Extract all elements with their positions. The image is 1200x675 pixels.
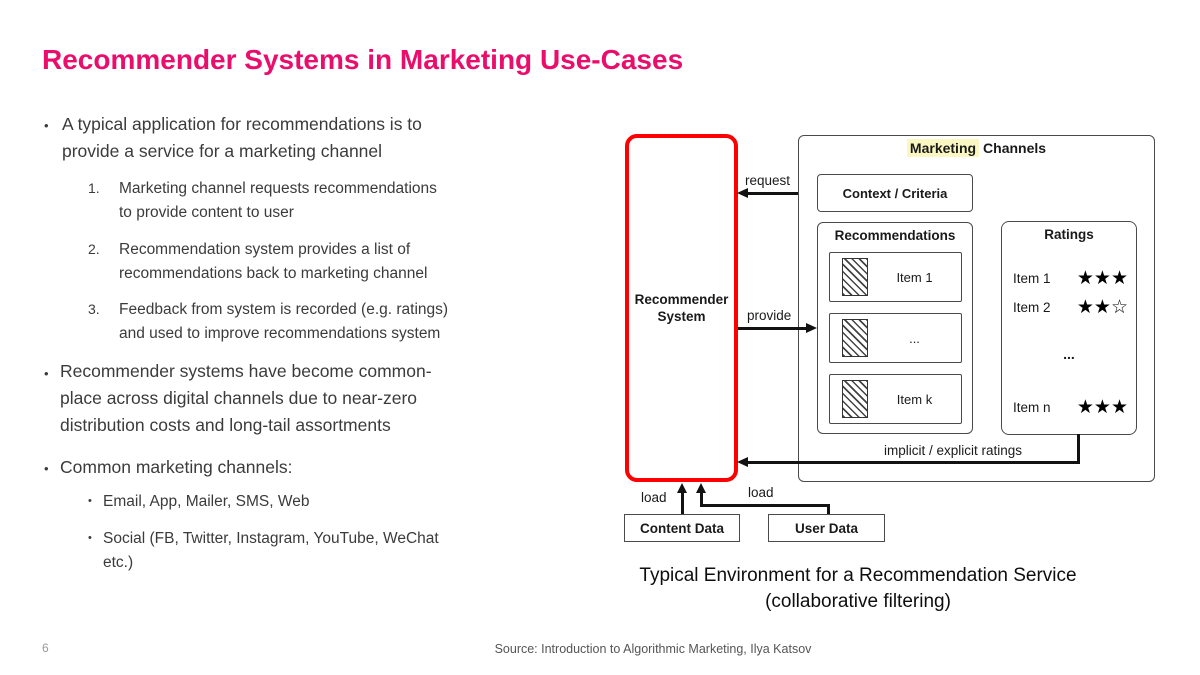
numbered-label-2: 2. — [88, 241, 100, 257]
item-label: ... — [909, 330, 920, 346]
user-load-line-right — [827, 504, 830, 515]
user-data-box: User Data — [768, 514, 885, 542]
page-number: 6 — [42, 641, 49, 655]
request-label: request — [745, 173, 791, 188]
provide-arrow-line — [738, 327, 808, 330]
load-right-label: load — [748, 485, 774, 500]
provide-label: provide — [747, 308, 792, 323]
feedback-line-vertical — [1077, 434, 1080, 464]
rating-item-label: Item 1 — [1013, 270, 1051, 286]
feedback-line-horizontal — [746, 461, 1080, 464]
content-data-label: Content Data — [640, 520, 724, 536]
rating-item-label: Item 2 — [1013, 299, 1051, 315]
arrowhead-up-icon — [677, 483, 687, 493]
recommendation-item-box: ... — [829, 313, 962, 363]
context-criteria-label: Context / Criteria — [842, 185, 948, 201]
ratings-box — [1001, 221, 1137, 435]
diagram-caption: Typical Environment for a Recommendation… — [639, 565, 1077, 612]
content-load-line — [681, 491, 684, 514]
rating-row: Item n ★★★ — [1001, 395, 1137, 419]
user-load-line-horizontal — [700, 504, 830, 507]
source-note: Source: Introduction to Algorithmic Mark… — [494, 642, 812, 656]
bullet-icon: • — [88, 495, 92, 507]
arrowhead-left-icon — [737, 457, 748, 467]
arrowhead-left-icon — [737, 188, 748, 198]
star-rating-icon: ★★★ — [1076, 396, 1128, 418]
recommender-system-label: Recommender System — [634, 292, 729, 324]
bullet-icon: • — [88, 532, 92, 544]
recommendation-item-box: Item k — [829, 374, 962, 424]
bullet-text-2: Recommender systems have become common- … — [60, 361, 432, 435]
bullet-icon: • — [44, 461, 49, 476]
hatch-icon — [842, 319, 868, 357]
item-label: Item k — [896, 391, 933, 407]
item-label: Item 1 — [896, 269, 933, 285]
numbered-text-1: Marketing channel requests recommendatio… — [119, 180, 437, 221]
page-title: Recommender Systems in Marketing Use-Cas… — [42, 44, 684, 75]
arrowhead-right-icon — [806, 323, 817, 333]
arrowhead-up-icon — [696, 483, 706, 493]
numbered-label-3: 3. — [88, 301, 100, 317]
hatch-icon — [842, 258, 868, 296]
bullet-text-3: Common marketing channels: — [60, 457, 293, 477]
feedback-label: implicit / explicit ratings — [884, 443, 1023, 458]
bullet-icon: • — [44, 118, 49, 133]
rating-row: Item 1 ★★★ — [1001, 266, 1137, 290]
sub-bullet-text-1: Email, App, Mailer, SMS, Web — [103, 493, 310, 510]
bullet-text-1: A typical application for recommendation… — [62, 114, 422, 161]
hatch-icon — [842, 380, 868, 418]
rating-item-label: Item n — [1013, 399, 1051, 415]
recommendations-header: Recommendations — [834, 228, 956, 243]
recommendation-item-box: Item 1 — [829, 252, 962, 302]
marketing-highlight: Marketing — [906, 139, 980, 157]
user-data-label: User Data — [794, 520, 859, 536]
channels-label: Channels — [983, 140, 1047, 156]
request-arrow-line — [745, 192, 798, 195]
bullet-icon: • — [44, 366, 49, 381]
star-rating-icon: ★★☆ — [1076, 296, 1128, 318]
recommender-system-box: Recommender System — [625, 134, 738, 482]
load-left-label: load — [641, 490, 667, 505]
numbered-label-1: 1. — [88, 180, 100, 196]
sub-bullet-text-2: Social (FB, Twitter, Instagram, YouTube,… — [103, 530, 439, 571]
star-rating-icon: ★★★ — [1076, 267, 1128, 289]
context-criteria-box: Context / Criteria — [817, 174, 973, 212]
ratings-header: Ratings — [1044, 227, 1094, 242]
rating-ellipsis: ... — [1063, 346, 1075, 362]
numbered-text-3: Feedback from system is recorded (e.g. r… — [119, 301, 449, 342]
user-load-line-left — [700, 491, 703, 506]
content-data-box: Content Data — [624, 514, 740, 542]
rating-row: Item 2 ★★☆ — [1001, 295, 1137, 319]
numbered-text-2: Recommendation system provides a list of… — [119, 241, 428, 282]
